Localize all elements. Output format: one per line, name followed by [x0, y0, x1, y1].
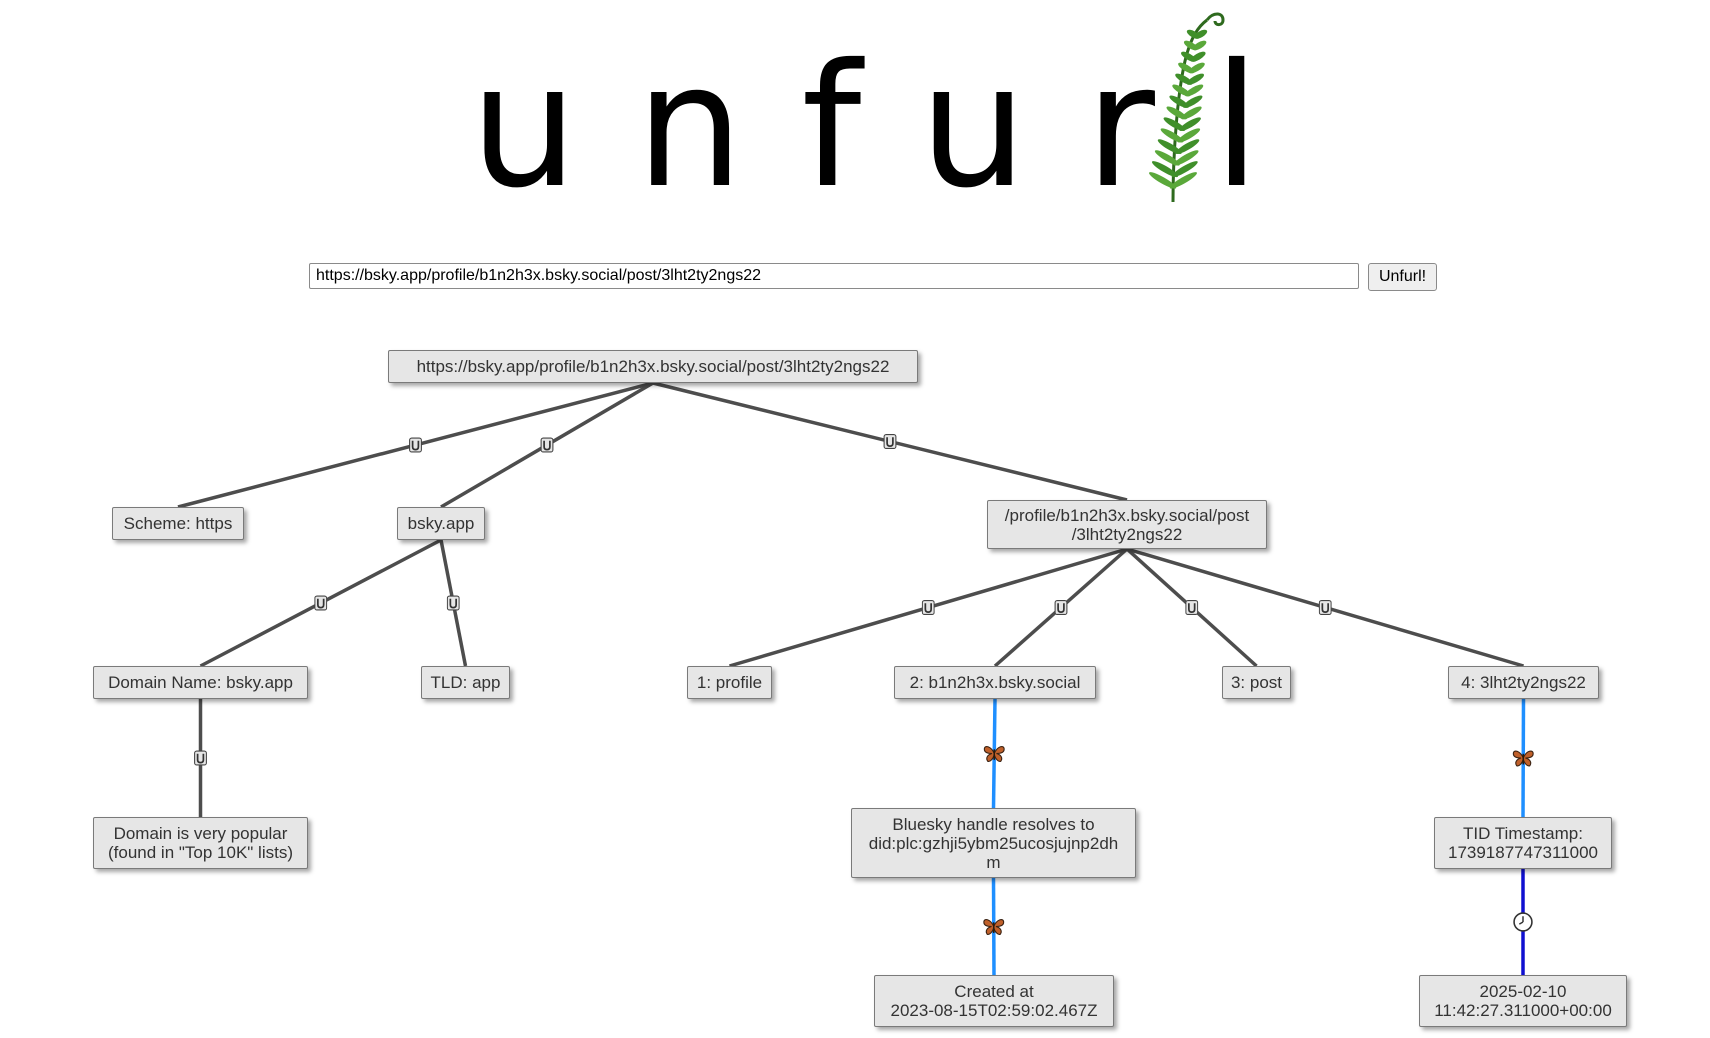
fern-leaf: [1188, 62, 1205, 74]
fern-leaf: [1160, 128, 1184, 143]
graph-node-datetime[interactable]: 2025-02-10 11:42:27.311000+00:00: [1419, 975, 1627, 1027]
fern-leaf: [1149, 172, 1177, 189]
graph-node-seg4[interactable]: 4: 3lht2ty2ngs22: [1448, 666, 1599, 699]
u-magnet-icon: [1318, 600, 1332, 615]
u-magnet-icon: [921, 600, 935, 615]
fern-stem: [1171, 18, 1208, 203]
fern-leaf: [1186, 73, 1205, 85]
fern-leaf: [1173, 150, 1199, 166]
graph-node-domain[interactable]: Domain Name: bsky.app: [93, 666, 308, 699]
u-magnet-icon: [1054, 600, 1068, 615]
fern-leaf: [1181, 106, 1202, 120]
unfurl-button[interactable]: Unfurl!: [1368, 263, 1437, 291]
graph-node-root[interactable]: https://bsky.app/profile/b1n2h3x.bsky.so…: [388, 350, 918, 383]
fern-leaf: [1151, 161, 1179, 178]
graph-node-tid[interactable]: TID Timestamp: 1739187747311000: [1434, 817, 1612, 869]
u-magnet-icon: [446, 595, 460, 611]
graph-node-seg3[interactable]: 3: post: [1222, 666, 1291, 699]
url-input[interactable]: [309, 263, 1359, 289]
fern-curl: [1205, 12, 1225, 27]
fern-icon: [1149, 12, 1225, 203]
graph-node-seg1[interactable]: 1: profile: [687, 666, 772, 699]
graph-node-handle[interactable]: Bluesky handle resolves to did:plc:gzhji…: [851, 808, 1136, 878]
fern-leaf: [1182, 95, 1203, 108]
u-magnet-icon: [194, 750, 207, 766]
graph-node-scheme[interactable]: Scheme: https: [112, 507, 244, 540]
logo-text: unfur: [470, 28, 1213, 226]
fern-leaf: [1169, 172, 1197, 189]
fern-leaf: [1184, 84, 1204, 97]
logo-wordmark: unfurl: [470, 32, 1260, 222]
fern-leaf: [1194, 29, 1208, 39]
graph-node-popular[interactable]: Domain is very popular (found in "Top 10…: [93, 817, 308, 869]
clock-icon: [1513, 912, 1533, 932]
fern-leaf: [1179, 117, 1201, 131]
u-magnet-icon: [409, 437, 422, 453]
fern-leaf: [1190, 51, 1206, 62]
fern-leaf: [1192, 40, 1207, 51]
fern-leaf: [1177, 128, 1201, 143]
graph-node-seg2[interactable]: 2: b1n2h3x.bsky.social: [894, 666, 1096, 699]
fern-leaf: [1154, 150, 1180, 166]
fern-leaf: [1171, 161, 1198, 178]
fern-leaf: [1166, 106, 1188, 120]
fern-leaf: [1175, 139, 1200, 155]
graph-node-host[interactable]: bsky.app: [397, 507, 485, 540]
fern-leaf: [1163, 117, 1186, 131]
u-magnet-icon: [314, 595, 328, 611]
u-magnet-icon: [1185, 600, 1199, 615]
graph-node-tld[interactable]: TLD: app: [421, 666, 510, 699]
u-magnet-icon: [883, 434, 897, 449]
logo-letter-l: l: [1212, 28, 1261, 226]
unfurl-logo: unfurl: [470, 12, 1270, 222]
fern-leaf: [1157, 139, 1182, 155]
graph-node-created[interactable]: Created at 2023-08-15T02:59:02.467Z: [874, 975, 1114, 1027]
u-magnet-icon: [540, 437, 554, 453]
graph-node-path[interactable]: /profile/b1n2h3x.bsky.social/post /3lht2…: [987, 500, 1267, 549]
